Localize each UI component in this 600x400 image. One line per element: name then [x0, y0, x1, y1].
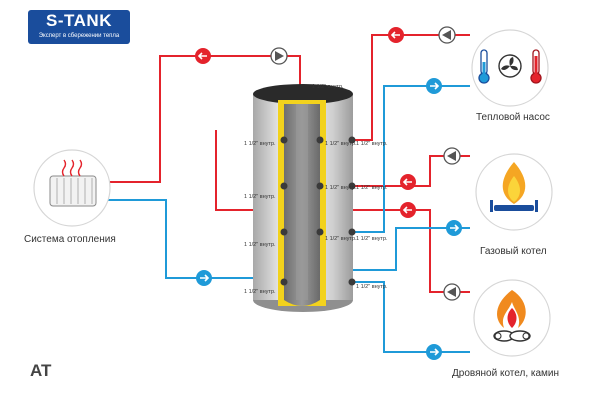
cold-pipe-gas: [352, 227, 470, 271]
port: [316, 228, 324, 236]
heat-pump: [471, 29, 549, 107]
port: [316, 136, 324, 144]
fan-icon: [498, 54, 522, 78]
flame-icon: [502, 162, 526, 204]
hot-pipe-heatpump: [352, 34, 470, 141]
brand-logo: S-TANK Эксперт в сбережении тепла: [28, 10, 130, 44]
tank-core: [296, 104, 308, 300]
port: [348, 278, 356, 286]
port-label: 1 1/2" внутр.: [325, 141, 357, 147]
port-labels: 1 1/2" внутр. 1 1/2" внутр. 1 1/2" внутр…: [244, 84, 388, 295]
pump-icon: [438, 26, 456, 44]
port-label: 1 1/2" внутр.: [244, 141, 276, 147]
port: [280, 136, 288, 144]
fire-wood-icon: [493, 290, 531, 342]
label-heat-pump: Тепловой насос: [476, 112, 550, 123]
port-label: 1 1/2" внутр.: [356, 236, 388, 242]
hot-pipes: [100, 34, 470, 293]
radiator-icon: [49, 159, 97, 207]
port: [348, 136, 356, 144]
heating-system: [33, 149, 111, 227]
port: [348, 228, 356, 236]
label-heating-system: Система отопления: [24, 234, 116, 245]
thermometer-icon: [530, 49, 542, 84]
port: [316, 182, 324, 190]
brand-tagline: Эксперт в сбережении тепла: [38, 33, 120, 39]
model-name: AT: [30, 361, 52, 380]
port-label: 1 1/2" внутр.: [244, 242, 276, 248]
port-label: 1 1/2" внутр.: [244, 194, 276, 200]
thermometer-icon: [478, 49, 490, 84]
port-label: 1 1/2" внутр.: [356, 185, 388, 191]
port-label: 1 1/2" внутр.: [244, 289, 276, 295]
tank-lid: [253, 84, 353, 104]
burner-icon: [490, 200, 538, 212]
gas-boiler: [475, 153, 553, 231]
pump-icon: [270, 47, 288, 65]
hot-pipe-top: [100, 55, 301, 183]
hot-pipe-wood: [215, 130, 470, 293]
cold-arrows: [196, 78, 462, 360]
buffer-tank: [253, 84, 356, 312]
port: [280, 278, 288, 286]
port-label: 1 1/2" внутр.: [356, 141, 388, 147]
pumps: [270, 26, 461, 301]
wood-boiler: [473, 279, 551, 357]
label-gas-boiler: Газовый котел: [480, 246, 547, 257]
port-label: 1 1/2" внутр.: [325, 185, 357, 191]
tank-ports: [280, 136, 356, 286]
cold-pipe-return: [100, 199, 256, 279]
port: [280, 228, 288, 236]
pump-icon: [443, 147, 461, 165]
port-label-top: 1 1/2" внутр.: [312, 84, 344, 90]
port-label: 1 1/2" внутр.: [356, 284, 388, 290]
label-wood-boiler: Дровяной котел, камин: [452, 368, 560, 379]
hot-arrows: [195, 27, 416, 218]
pump-icon: [443, 283, 461, 301]
port-label: 1 1/2" внутр.: [325, 236, 357, 242]
brand-name: S-TANK: [46, 11, 112, 30]
port: [348, 182, 356, 190]
port: [280, 182, 288, 190]
